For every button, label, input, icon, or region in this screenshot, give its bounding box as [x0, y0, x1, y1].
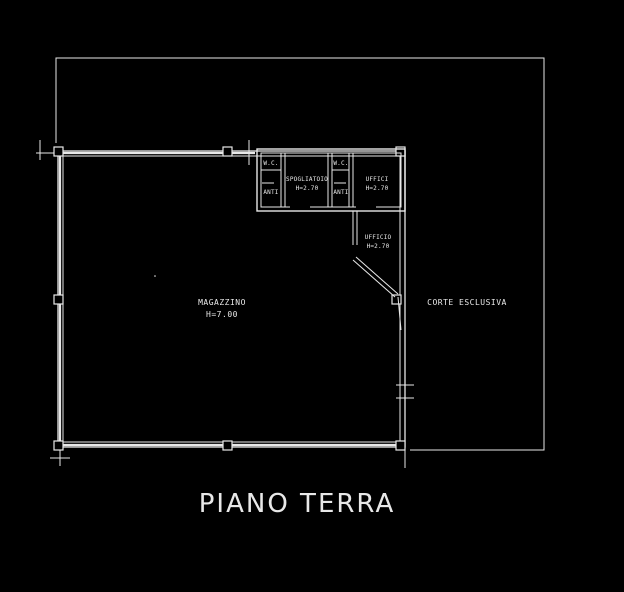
service-block — [256, 148, 406, 331]
corte-label: CORTE ESCLUSIVA — [427, 298, 507, 307]
anti2-label: ANTI — [333, 189, 348, 196]
plan-title: PIANO TERRA — [199, 489, 395, 519]
wc2-label: W.C. — [333, 160, 348, 167]
spogliatoio-label: SPOGLIATOIO — [286, 176, 328, 183]
corte-boundary — [55, 57, 545, 451]
ufficio-height: H=2.70 — [367, 243, 390, 250]
magazzino-height: H=7.00 — [206, 310, 238, 319]
uffici-label: UFFICI — [366, 176, 389, 183]
plan-mark — [154, 275, 156, 277]
uffici-height: H=2.70 — [366, 185, 389, 192]
anti1-label: ANTI — [263, 189, 278, 196]
axis-ticks — [36, 140, 414, 468]
columns — [53, 146, 406, 451]
spogliatoio-height: H=2.70 — [296, 185, 319, 192]
wc1-label: W.C. — [263, 160, 278, 167]
magazzino-label: MAGAZZINO — [198, 298, 246, 307]
ufficio-label: UFFICIO — [365, 234, 392, 241]
